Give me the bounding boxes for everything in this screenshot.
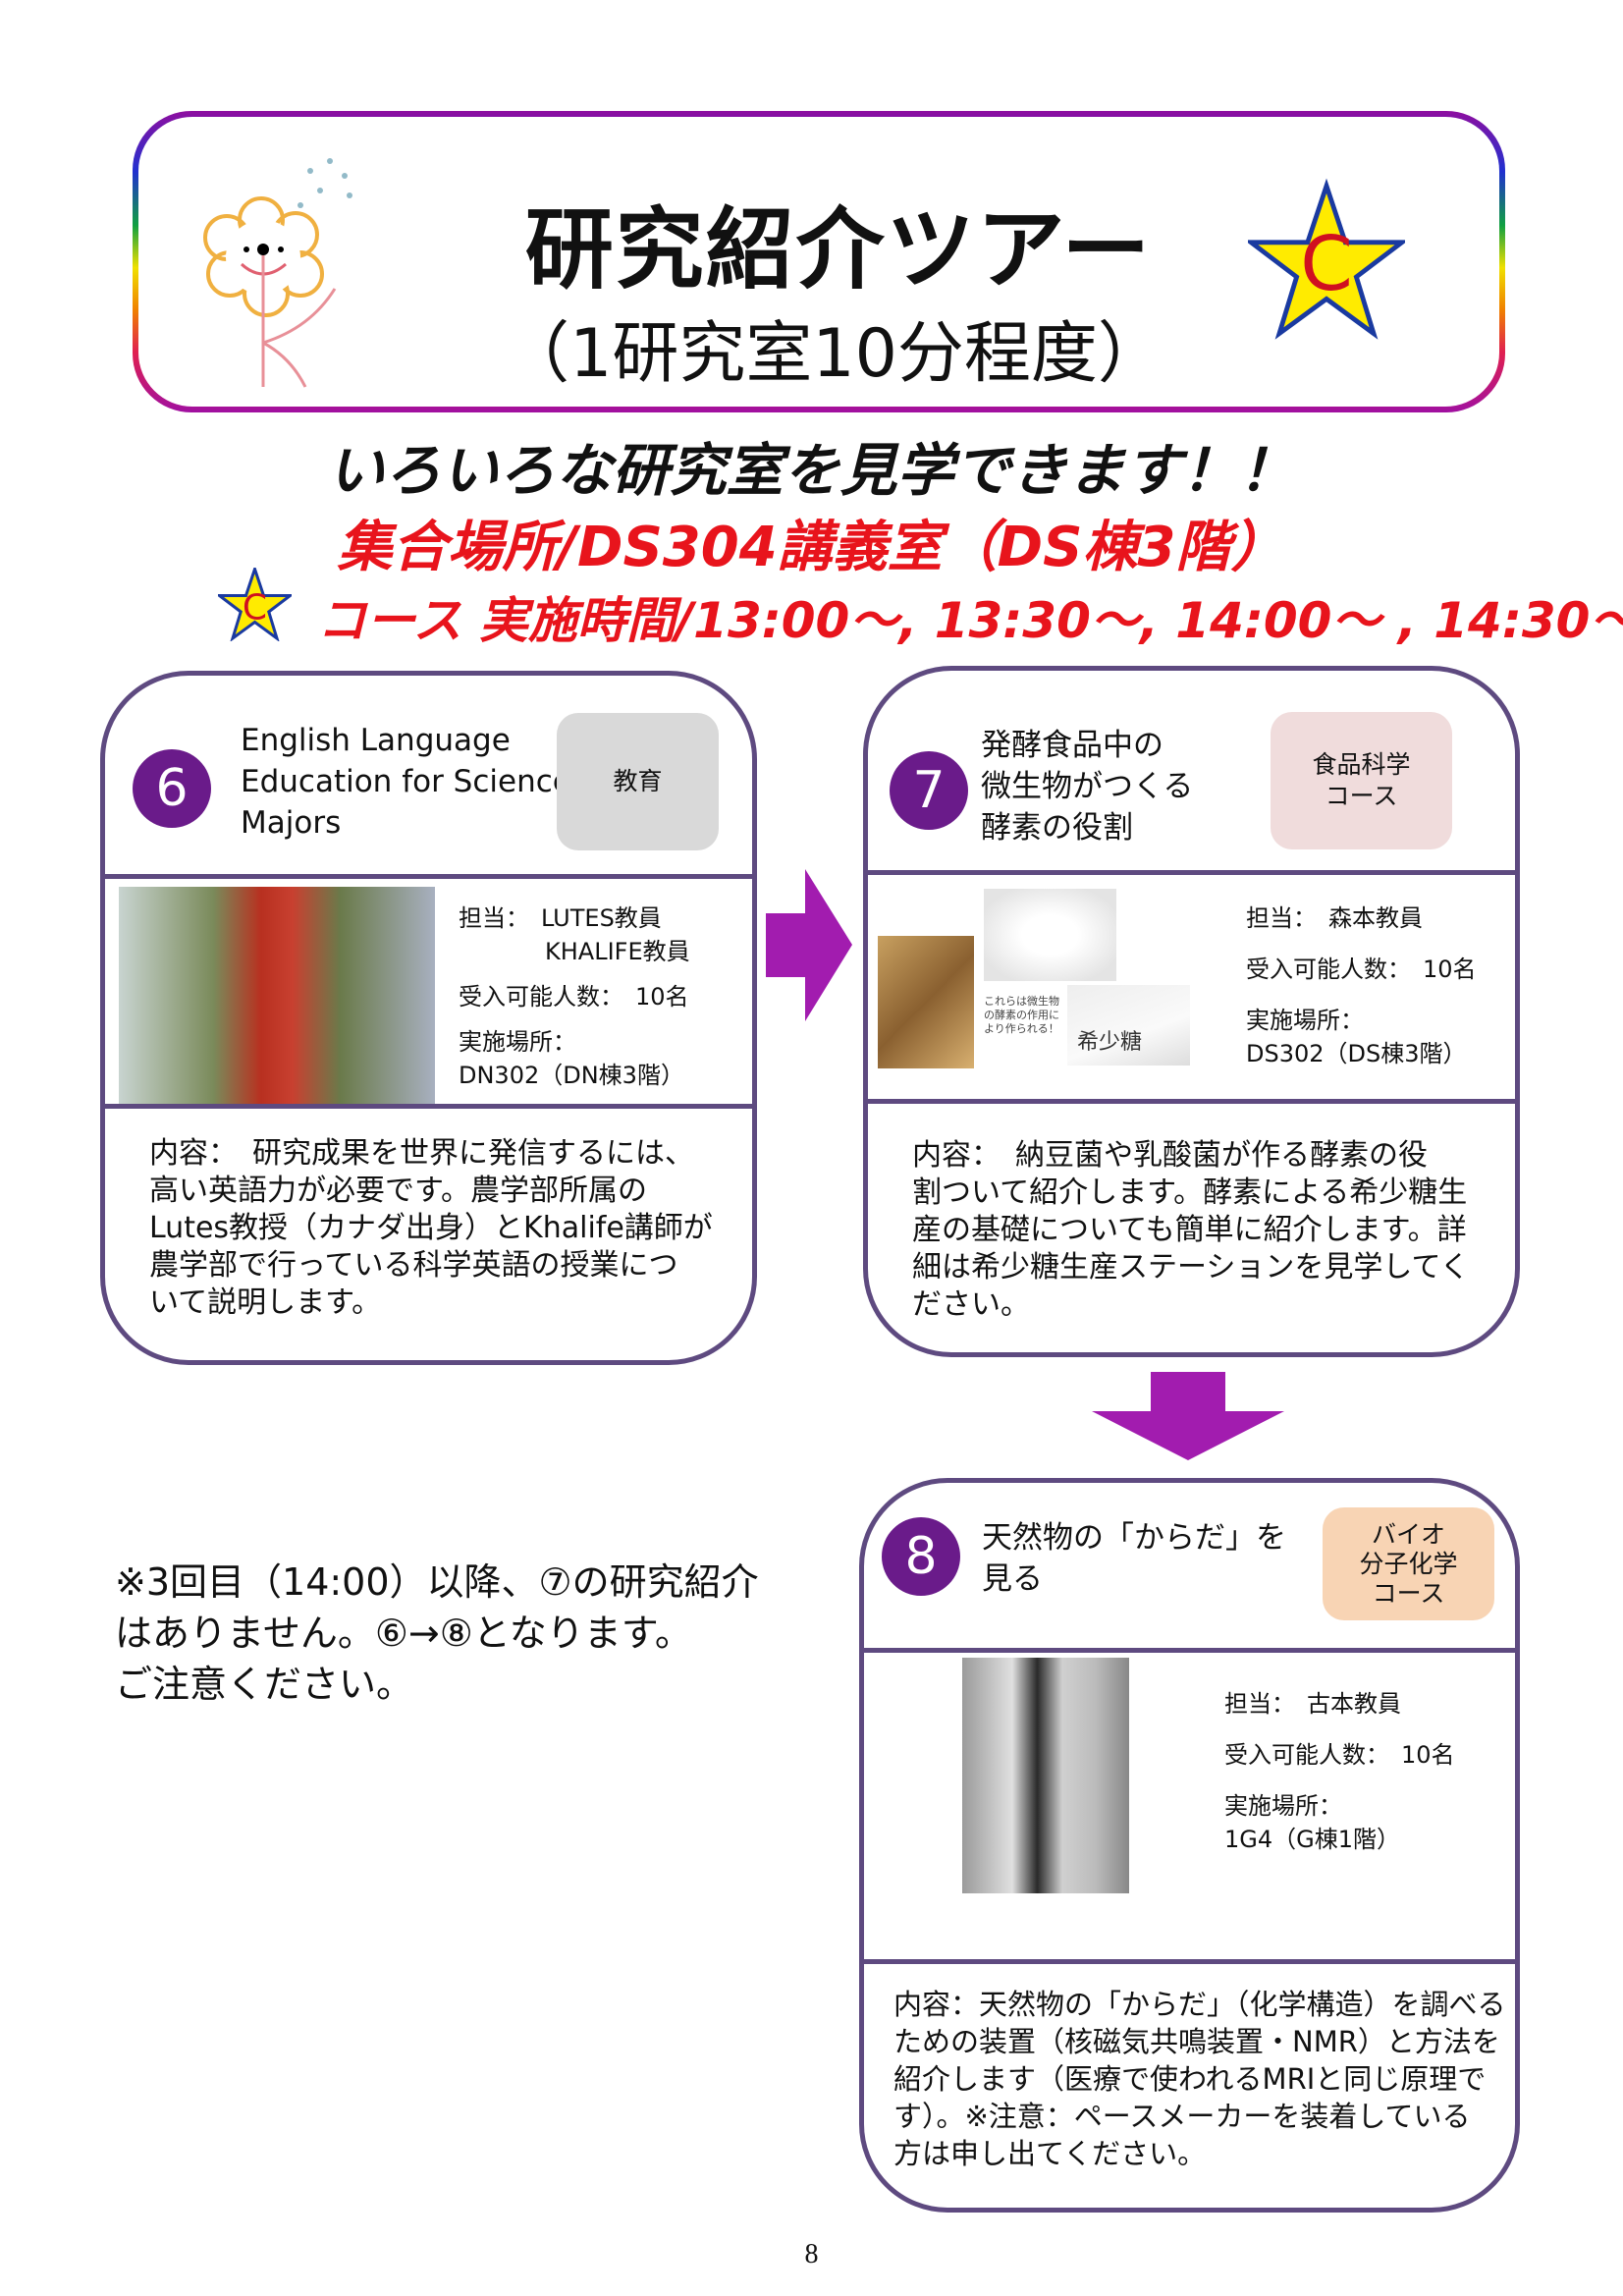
capacity-label: 受入可能人数： 10名 — [1246, 956, 1477, 983]
description-line: す）。※注意：ペースメーカーを装着している — [893, 2100, 1471, 2133]
description-line: 農学部で行っている科学英語の授業につ — [149, 1248, 678, 1283]
arrow-right-icon — [766, 869, 852, 1021]
staff-label: 担当： LUTES教員 — [459, 904, 662, 932]
lab-title-line: 見る — [982, 1561, 1043, 1597]
description-line: ださい。 — [912, 1287, 1030, 1322]
description-line: 内容：天然物の「からだ」（化学構造）を調べる — [893, 1988, 1506, 2021]
tagline: いろいろな研究室を見学できます！！ — [327, 437, 1296, 504]
staff-label: KHALIFE教員 — [545, 938, 690, 965]
star-c-icon: C — [1248, 178, 1405, 340]
nmr-photo — [962, 1658, 1129, 1893]
place-label: 実施場所： — [459, 1028, 576, 1056]
page-subtitle: （1研究室10分程度） — [503, 315, 1164, 393]
description-line: 方は申し出てください。 — [893, 2137, 1207, 2170]
place-value: DN302（DN棟3階） — [459, 1062, 684, 1089]
course-badge: 食品科学コース — [1271, 712, 1452, 849]
svg-text:C: C — [243, 588, 267, 629]
lab-title-line: English Language — [241, 723, 511, 758]
header-banner: 研究紹介ツアー （1研究室10分程度） C — [133, 111, 1505, 412]
lab-title-line: Education for Science — [241, 764, 571, 799]
lab-number: 6 — [133, 749, 211, 828]
mascot-logo-icon — [203, 158, 352, 388]
description-line: 内容： 納豆菌や乳酸菌が作る酵素の役 — [912, 1138, 1428, 1173]
star-c-icon: C — [218, 568, 292, 641]
description-line: 高い英語力が必要です。農学部所属の — [149, 1174, 647, 1208]
place-label: 実施場所： — [1246, 1007, 1364, 1034]
place-label: 実施場所： — [1224, 1792, 1342, 1820]
capacity-label: 受入可能人数： 10名 — [1224, 1741, 1455, 1769]
description-line: 内容： 研究成果を世界に発信するには、 — [149, 1136, 694, 1171]
staff-label: 担当： 古本教員 — [1224, 1690, 1401, 1718]
photo-caption: これらは微生物の酵素の作用により作られる！ — [984, 995, 1059, 1035]
lab-title-line: 微生物がつくる — [981, 769, 1194, 804]
lab-title-line: 天然物の「からだ」を — [982, 1520, 1286, 1556]
powder-bowl-photo — [984, 889, 1116, 981]
lab-title-line: 発酵食品中の — [981, 728, 1163, 763]
lab-title-line: Majors — [241, 805, 342, 841]
page-title: 研究紹介ツアー — [524, 198, 1153, 301]
course-badge: 教育 — [557, 713, 719, 850]
place-value: DS302（DS棟3階） — [1246, 1040, 1467, 1067]
course-schedule: コース 実施時間/13:00～, 13:30～, 14:00～ , 14:30～ — [317, 592, 1623, 649]
lab-number: 7 — [890, 751, 968, 830]
description-line: 産の基礎についても簡単に紹介します。詳 — [912, 1213, 1467, 1247]
natto-photo — [878, 936, 974, 1068]
staff-label: 担当： 森本教員 — [1246, 904, 1423, 932]
description-line: Lutes教授（カナダ出身）とKhalife講師が — [149, 1211, 713, 1245]
meeting-place: 集合場所/DS304講義室（DS棟3階） — [337, 516, 1286, 579]
place-value: 1G4（G棟1階） — [1224, 1826, 1401, 1853]
description-line: 割ついて紹介します。酵素による希少糖生 — [912, 1175, 1468, 1210]
description-line: ための装置（核磁気共鳴装置・NMR）と方法を — [893, 2025, 1500, 2058]
course-badge: バイオ分子化学コース — [1323, 1507, 1494, 1620]
lab-card-6: 6 English Language Education for Science… — [100, 671, 757, 1365]
rare-sugar-photo: 希少糖 — [1067, 985, 1190, 1066]
lab-title-line: 酵素の役割 — [981, 810, 1133, 846]
schedule-note: ※3回目（14:00）以降、⑦の研究紹介はありません。⑥→⑧となります。ご注意く… — [115, 1560, 759, 1706]
lab-card-7: 7 発酵食品中の 微生物がつくる 酵素の役割 食品科学コース これらは微生物の酵… — [863, 666, 1520, 1357]
description-line: 細は希少糖生産ステーションを見学してく — [912, 1250, 1470, 1285]
svg-text:C: C — [1300, 221, 1353, 308]
arrow-down-icon — [1092, 1372, 1284, 1460]
lab-number: 8 — [882, 1517, 960, 1596]
lab-photo — [119, 887, 435, 1105]
capacity-label: 受入可能人数： 10名 — [459, 983, 689, 1011]
lab-card-8: 8 天然物の「からだ」を 見る バイオ分子化学コース 担当： 古本教員 受入可能… — [859, 1478, 1520, 2213]
page-number: 8 — [804, 2239, 819, 2269]
description-line: いて説明します。 — [149, 1285, 382, 1320]
description-line: 紹介します（医療で使われるMRIと同じ原理で — [893, 2062, 1487, 2096]
